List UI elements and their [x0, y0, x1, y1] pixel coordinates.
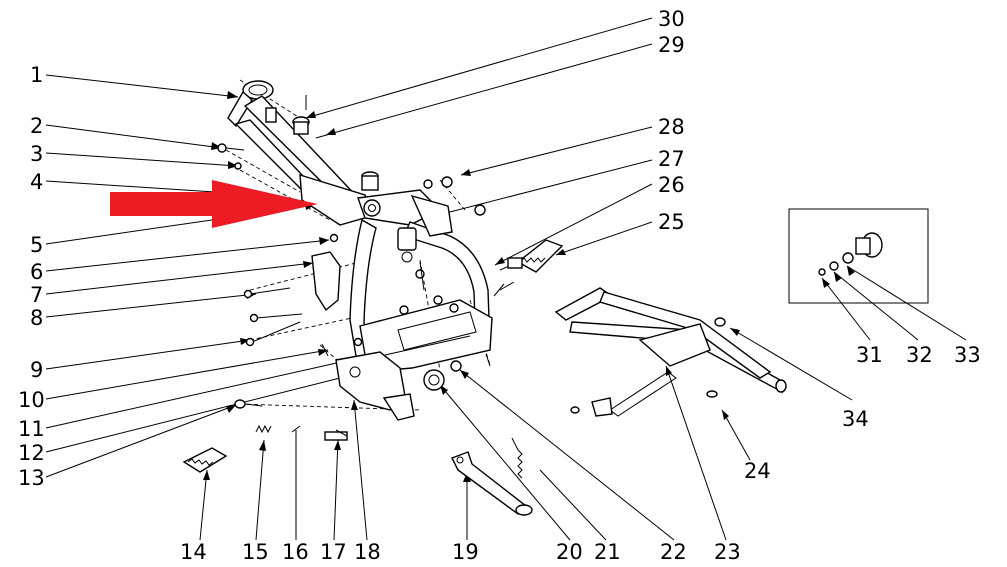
leader-18 — [353, 399, 368, 541]
leader-7 — [45, 262, 314, 295]
callout-29: 29 — [658, 33, 685, 57]
leader-8 — [45, 293, 257, 318]
leader-lines — [45, 17, 967, 541]
callout-14: 14 — [180, 540, 207, 564]
leader-15 — [255, 439, 265, 541]
callout-6: 6 — [30, 260, 43, 284]
leader-27 — [445, 159, 653, 214]
leader-24 — [721, 409, 751, 461]
leader-32 — [833, 271, 919, 341]
callout-31: 31 — [856, 343, 883, 367]
leader-21 — [539, 469, 607, 541]
leader-17 — [333, 439, 339, 541]
leader-25 — [555, 221, 653, 256]
callout-19: 19 — [452, 540, 479, 564]
leader-2 — [45, 124, 223, 149]
callout-27: 27 — [658, 147, 685, 171]
callout-2: 2 — [30, 114, 43, 138]
callout-5: 5 — [30, 233, 43, 257]
center-stand — [554, 287, 787, 417]
leader-30 — [305, 17, 653, 119]
callout-24: 24 — [744, 459, 771, 483]
callout-7: 7 — [30, 283, 43, 307]
leader-1 — [45, 74, 239, 98]
callout-12: 12 — [18, 441, 45, 465]
callout-16: 16 — [282, 540, 309, 564]
callout-4: 4 — [30, 170, 43, 194]
leader-29 — [325, 43, 653, 136]
hardware — [217, 95, 515, 441]
highlight-arrow — [110, 180, 318, 228]
callout-18: 18 — [354, 540, 381, 564]
callout-13: 13 — [18, 466, 45, 490]
callout-3: 3 — [30, 142, 43, 166]
leader-6 — [45, 239, 330, 272]
leader-28 — [460, 126, 653, 176]
callout-8: 8 — [30, 306, 43, 330]
callout-1: 1 — [30, 63, 43, 87]
leader-31 — [821, 277, 871, 341]
callout-34: 34 — [842, 407, 869, 431]
callout-33: 33 — [954, 343, 981, 367]
leader-20 — [439, 384, 571, 541]
callout-labels: 1 2 3 4 5 6 7 8 9 10 11 12 13 14 15 16 1… — [18, 7, 981, 564]
leader-9 — [45, 339, 251, 370]
callout-32: 32 — [906, 343, 933, 367]
leader-14 — [199, 469, 208, 541]
callout-15: 15 — [242, 540, 269, 564]
leader-13 — [45, 404, 237, 478]
callout-30: 30 — [658, 7, 685, 31]
side-stand — [423, 360, 533, 516]
callout-10: 10 — [18, 388, 45, 412]
leader-22 — [459, 369, 675, 541]
leader-11 — [45, 359, 351, 429]
leader-12 — [45, 377, 341, 453]
callout-25: 25 — [658, 210, 685, 234]
callout-22: 22 — [660, 540, 687, 564]
callout-11: 11 — [18, 417, 45, 441]
callout-26: 26 — [658, 173, 685, 197]
leader-23 — [665, 365, 727, 541]
footpeg-right — [507, 239, 564, 273]
leader-10 — [45, 349, 329, 400]
leader-26 — [494, 183, 653, 266]
callout-20: 20 — [556, 540, 583, 564]
callout-23: 23 — [714, 540, 741, 564]
leader-34 — [729, 327, 853, 401]
inset-detail — [788, 208, 929, 304]
callout-17: 17 — [320, 540, 347, 564]
callout-28: 28 — [658, 115, 685, 139]
callout-21: 21 — [594, 540, 621, 564]
leader-3 — [45, 152, 239, 167]
footpeg-left — [182, 447, 228, 473]
callout-9: 9 — [30, 358, 43, 382]
